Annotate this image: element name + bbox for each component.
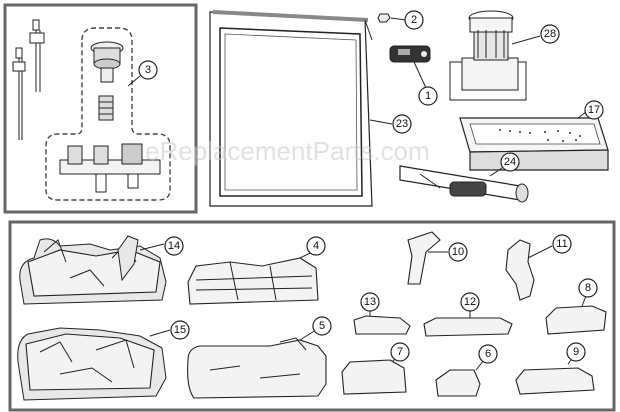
callout-label: 3 — [145, 64, 151, 76]
callout-5: 5 — [312, 316, 332, 336]
pilot-fittings — [59, 143, 161, 193]
pilot-kit-dashed-outline — [45, 27, 171, 201]
pilot-orifice — [90, 41, 124, 121]
log-15 — [17, 327, 167, 401]
log-5 — [187, 337, 327, 399]
control-knob-plate — [449, 10, 527, 101]
callout-28: 28 — [540, 24, 560, 44]
callout-2: 2 — [404, 10, 424, 30]
log-12 — [423, 317, 513, 337]
callout-13: 13 — [360, 292, 380, 312]
glass-door-frame — [209, 10, 373, 207]
watermark: eReplacementParts.com — [145, 136, 430, 166]
burner-ports — [499, 129, 581, 142]
callout-label: 11 — [556, 238, 567, 250]
callout-label: 7 — [397, 346, 403, 358]
callout-3: 3 — [138, 60, 158, 80]
callout-label: 13 — [364, 296, 376, 308]
igniter — [389, 45, 431, 63]
callout-label: 15 — [174, 324, 186, 336]
callout-15: 15 — [170, 320, 190, 340]
callout-label: 23 — [396, 118, 408, 130]
callout-label: 17 — [588, 104, 600, 116]
callout-label: 12 — [464, 296, 476, 308]
callout-8: 8 — [578, 278, 598, 298]
callout-label: 10 — [452, 246, 464, 258]
log-set-frame — [8, 220, 616, 412]
log-6 — [435, 369, 481, 397]
callout-label: 1 — [425, 90, 431, 102]
callout-7: 7 — [390, 342, 410, 362]
log-14 — [19, 235, 167, 305]
callout-label: 5 — [319, 320, 325, 332]
branch-11 — [505, 239, 535, 301]
log-9 — [515, 367, 595, 395]
callout-14: 14 — [164, 236, 184, 256]
thermocouple-rods — [12, 19, 45, 140]
pilot-assembly-frame — [3, 3, 198, 214]
branch-10 — [407, 231, 441, 285]
log-8 — [545, 305, 607, 335]
callout-9: 9 — [566, 342, 586, 362]
callout-4: 4 — [306, 236, 326, 256]
callout-10: 10 — [448, 242, 468, 262]
callout-11: 11 — [552, 234, 572, 254]
callout-label: 2 — [411, 14, 417, 26]
callout-1: 1 — [418, 86, 438, 106]
callout-label: 14 — [168, 240, 180, 252]
callout-label: 4 — [313, 240, 319, 252]
callout-17: 17 — [584, 100, 604, 120]
callout-6: 6 — [478, 344, 498, 364]
callout-23: 23 — [392, 114, 412, 134]
log-13 — [353, 315, 411, 335]
nut — [377, 13, 391, 23]
callout-label: 24 — [504, 156, 516, 168]
callout-label: 9 — [573, 346, 579, 358]
log-4 — [187, 257, 319, 305]
callout-12: 12 — [460, 292, 480, 312]
callout-24: 24 — [500, 152, 520, 172]
burner-tube — [399, 165, 529, 203]
callout-label: 28 — [544, 28, 556, 40]
callout-label: 6 — [485, 348, 491, 360]
burner-tray — [459, 117, 609, 171]
log-7 — [341, 359, 407, 395]
callout-label: 8 — [585, 282, 591, 294]
